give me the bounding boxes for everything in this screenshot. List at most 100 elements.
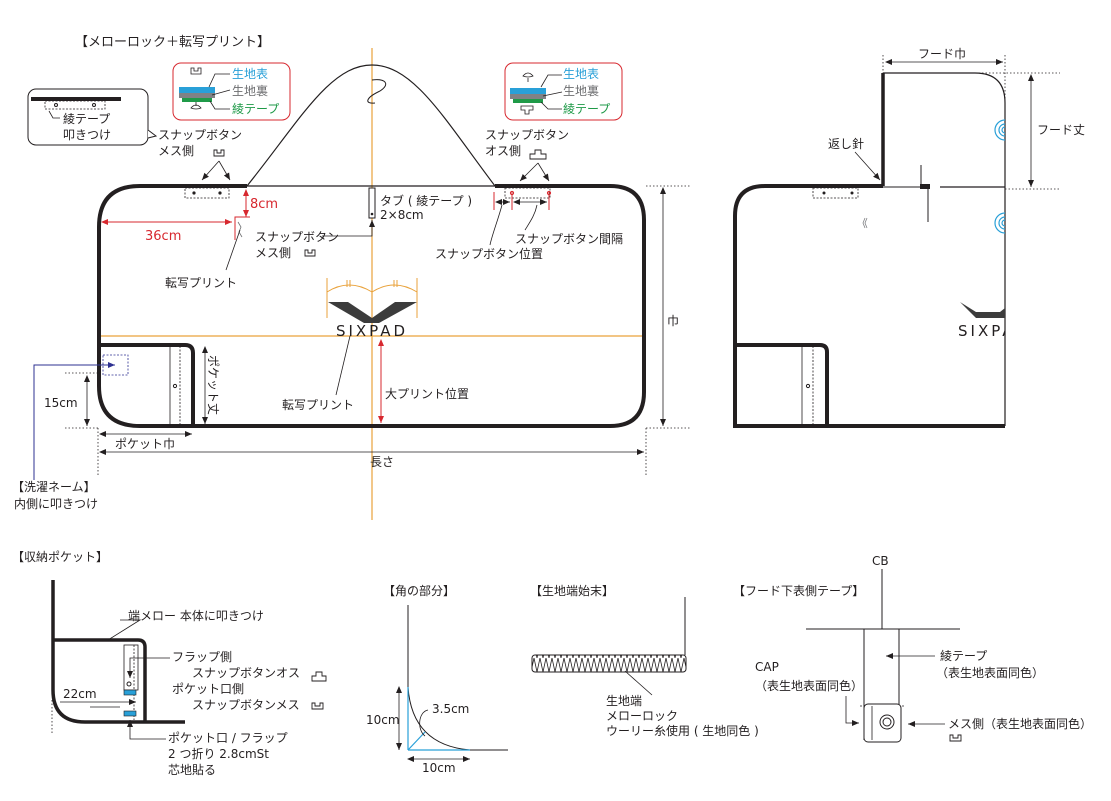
fold-note-line2: 2 つ折り 2.8cmSt	[168, 746, 269, 761]
snap-female-tab-label: スナップボタン	[255, 230, 339, 244]
snap-male-label: スナップボタン	[485, 128, 569, 142]
wash-label-leader	[33, 362, 115, 480]
tab-snap	[370, 212, 374, 216]
layer-tape	[182, 98, 212, 102]
backstitch-label: 返し針	[828, 136, 864, 151]
corner-radius-line	[407, 731, 426, 751]
fold-leader	[127, 720, 166, 740]
legend-tape-label: 綾テープ	[563, 101, 610, 116]
layer-face	[179, 87, 215, 93]
large-print-position-label: 大プリント位置	[385, 386, 469, 401]
hood-logo-text: SIXPAD	[958, 322, 1030, 340]
interval-leader	[524, 204, 538, 231]
snap-leader	[201, 160, 220, 181]
fold-note-line1: ポケット口 / フラップ	[168, 731, 288, 745]
hood-tape-title: 【フード下表側テープ】	[733, 584, 864, 598]
callout-tail	[147, 129, 158, 139]
legend-leader	[211, 89, 231, 96]
edge-merrow-label: 端メロー 本体に叩きつけ	[128, 609, 264, 623]
pocket-snap	[805, 383, 811, 389]
tab	[368, 187, 376, 219]
legend-leader	[542, 91, 563, 97]
edge-merrow-leader	[107, 619, 142, 641]
logo-text: SIXPAD	[336, 322, 408, 340]
dim-8cm: 8cm	[250, 197, 278, 212]
snap-legend-right	[504, 62, 623, 121]
length-label: 長さ	[370, 455, 394, 469]
tab-size-label: 2×8cm	[380, 208, 424, 222]
tape-callout-bubble	[27, 88, 149, 146]
snap-dot	[192, 191, 196, 195]
edge-note-line2: メローロック	[606, 709, 678, 723]
legend-back-label: 生地裏	[232, 83, 268, 98]
snap-female-label: スナップボタン	[158, 128, 242, 142]
dim-36cm: 36cm	[145, 229, 181, 244]
snap-female-icon	[949, 734, 962, 742]
layer-back	[179, 93, 215, 98]
hood-pocket-outline	[735, 343, 829, 426]
snap-female-tab-sub: メス側	[255, 246, 291, 260]
pocket-snap	[172, 383, 178, 389]
snap-female-icon	[311, 702, 324, 710]
pocket-detail-body	[51, 580, 185, 724]
merrow-stitch	[531, 654, 687, 673]
callout-tape-patch	[44, 100, 106, 110]
snap-position-label: スナップボタン位置	[435, 246, 543, 261]
corner-radius-label: 3.5cm	[432, 702, 469, 716]
cap-label: CAP	[755, 660, 779, 674]
snap-ring-inner	[882, 717, 892, 727]
position-leader	[489, 204, 503, 246]
snap-leader	[537, 162, 550, 182]
dim-22cm: 22cm	[63, 687, 97, 701]
snap-cap	[863, 703, 902, 743]
wash-label-area	[102, 354, 129, 376]
snap-interval-label: スナップボタン間隔	[515, 232, 623, 246]
snap-cap-icon	[994, 119, 1006, 141]
hood-width-label: フード巾	[918, 47, 966, 61]
hood-outline	[883, 72, 1006, 426]
edge-note-line1: 生地端	[606, 694, 642, 708]
hood-logo-mark	[960, 302, 1005, 318]
mouth-snap-female	[123, 710, 137, 717]
transfer-print-large-label: 転写プリント	[282, 398, 354, 412]
tab-label: タブ ( 綾テープ )	[380, 193, 472, 208]
layer-back	[510, 94, 546, 99]
legend-leader	[209, 100, 230, 110]
body-outline	[97, 184, 646, 428]
small-print-leader	[225, 229, 241, 271]
snap-female-icon	[520, 105, 534, 115]
large-print-leader	[335, 335, 351, 396]
snap-leader	[218, 160, 231, 181]
logo-guides	[326, 278, 418, 318]
snap-female-icon	[190, 67, 202, 75]
snap-female-icon	[213, 149, 225, 157]
legend-leader	[540, 74, 562, 88]
flap-side-label: フラップ側	[172, 650, 232, 664]
pocket-mouth-label: ポケット口側	[172, 682, 244, 696]
layer-face	[510, 88, 546, 94]
hood-tape-patch	[812, 187, 859, 199]
tape-label: 綾テープ	[940, 648, 987, 663]
width-label: 巾	[667, 314, 679, 328]
logo-mark	[328, 302, 417, 323]
tab-snap-leader	[322, 220, 375, 237]
small-print-mark	[237, 221, 243, 238]
callout-body-edge	[31, 97, 121, 101]
flap-snap-male	[123, 689, 137, 696]
flap-side-sub: スナップボタンオス	[192, 666, 300, 680]
cap-leader	[845, 696, 859, 726]
snap-male-icon	[190, 102, 202, 110]
snap-male-icon	[522, 72, 534, 82]
female-label: メス側（表生地表面同色）	[948, 717, 1092, 731]
snap-female-icon	[304, 249, 316, 257]
hood-tab-cap	[920, 184, 930, 189]
edge-note-line3: ウーリー糸使用 ( 生地同色 )	[606, 723, 759, 738]
layer-tape	[513, 99, 543, 103]
snap-female-sub: メス側	[158, 144, 194, 158]
snap-ring	[879, 714, 895, 730]
cb-label: CB	[872, 554, 889, 568]
hood-curve	[246, 64, 496, 187]
snap-male-icon	[311, 671, 327, 682]
corner-detail-title: 【角の部分】	[383, 583, 455, 598]
